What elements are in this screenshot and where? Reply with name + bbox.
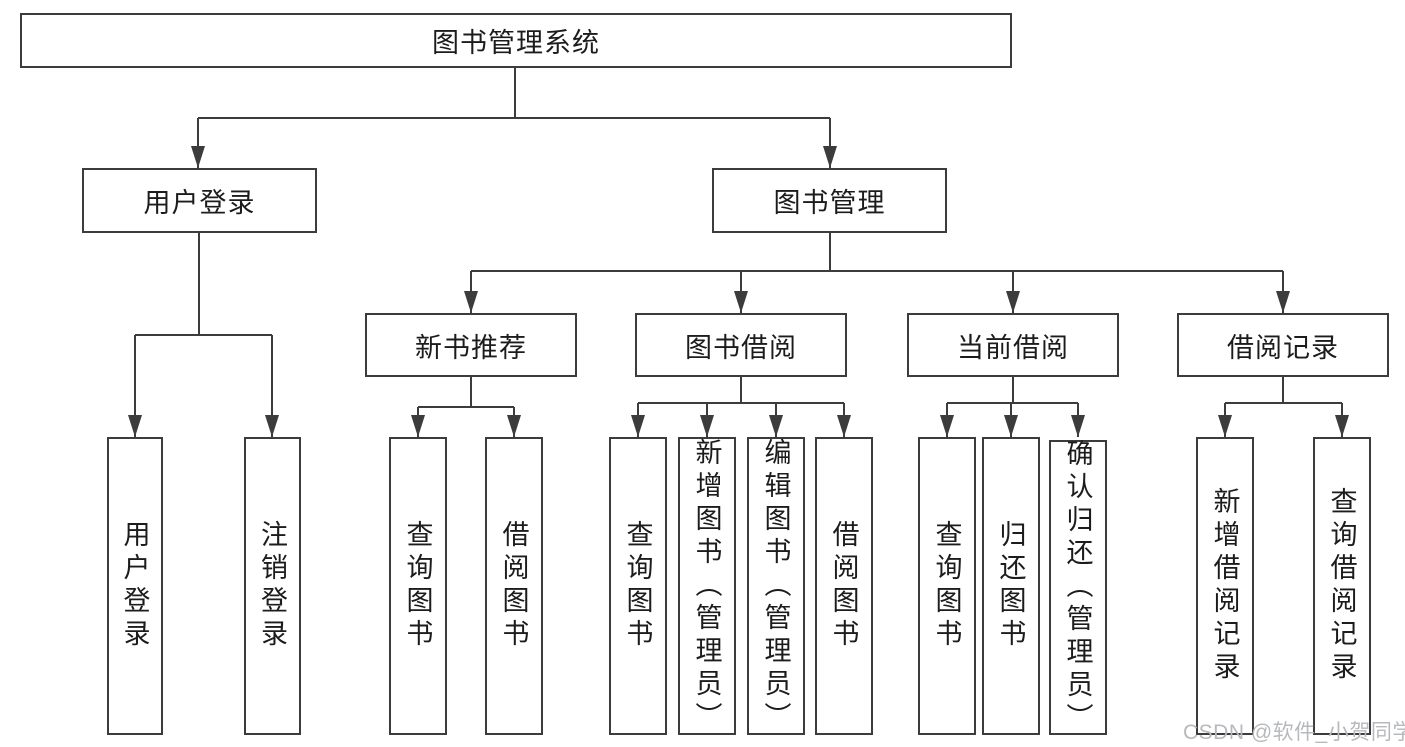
connector-lines	[134, 68, 1343, 437]
node-label: 确认归还（管理员）	[1062, 439, 1093, 736]
leaf-logout: 注销登录	[244, 437, 301, 735]
node-book-borrow: 图书借阅	[635, 313, 847, 377]
node-user-login: 用户登录	[82, 168, 317, 233]
node-label: 借阅图书	[828, 520, 859, 652]
node-root-system: 图书管理系统	[20, 13, 1012, 68]
node-new-book-recommend: 新书推荐	[365, 313, 577, 377]
csdn-watermark: CSDN @软件_小贺同学	[1183, 721, 1405, 744]
node-label: 借阅记录	[1227, 332, 1339, 363]
node-label: 新增图书（管理员）	[691, 437, 722, 735]
node-label: 查询图书	[931, 520, 962, 652]
node-label: 图书管理系统	[432, 28, 600, 58]
leaf-current-return: 归还图书	[982, 437, 1040, 735]
leaf-borrow-book: 借阅图书	[815, 437, 873, 735]
node-book-management: 图书管理	[712, 168, 947, 233]
node-label: 查询图书	[402, 520, 433, 652]
node-label: 用户登录	[119, 520, 150, 652]
node-label: 归还图书	[995, 520, 1026, 652]
node-current-borrow: 当前借阅	[907, 313, 1119, 377]
leaf-record-query: 查询借阅记录	[1313, 437, 1371, 735]
leaf-newbook-query: 查询图书	[389, 437, 447, 735]
leaf-record-add: 新增借阅记录	[1196, 437, 1254, 735]
leaf-current-query: 查询图书	[918, 437, 976, 735]
node-label: 图书管理	[773, 188, 886, 218]
leaf-borrow-edit-admin: 编辑图书（管理员）	[747, 437, 805, 735]
arrowheads	[128, 146, 1349, 437]
node-label: 新书推荐	[415, 332, 527, 363]
node-label: 查询图书	[622, 520, 653, 652]
node-borrow-records: 借阅记录	[1177, 313, 1389, 377]
node-label: 当前借阅	[957, 332, 1069, 363]
leaf-borrow-add-admin: 新增图书（管理员）	[678, 437, 736, 735]
node-label: 编辑图书（管理员）	[760, 437, 791, 735]
leaf-borrow-query: 查询图书	[609, 437, 667, 735]
leaf-user-login: 用户登录	[107, 437, 163, 735]
node-label: 查询借阅记录	[1326, 487, 1357, 685]
node-label: 图书借阅	[685, 332, 797, 363]
node-label: 注销登录	[257, 520, 287, 652]
leaf-current-confirm-admin: 确认归还（管理员）	[1049, 439, 1107, 736]
node-label: 用户登录	[143, 188, 256, 218]
node-label: 新增借阅记录	[1209, 487, 1240, 685]
node-label: 借阅图书	[498, 520, 529, 652]
leaf-newbook-borrow: 借阅图书	[485, 437, 543, 735]
